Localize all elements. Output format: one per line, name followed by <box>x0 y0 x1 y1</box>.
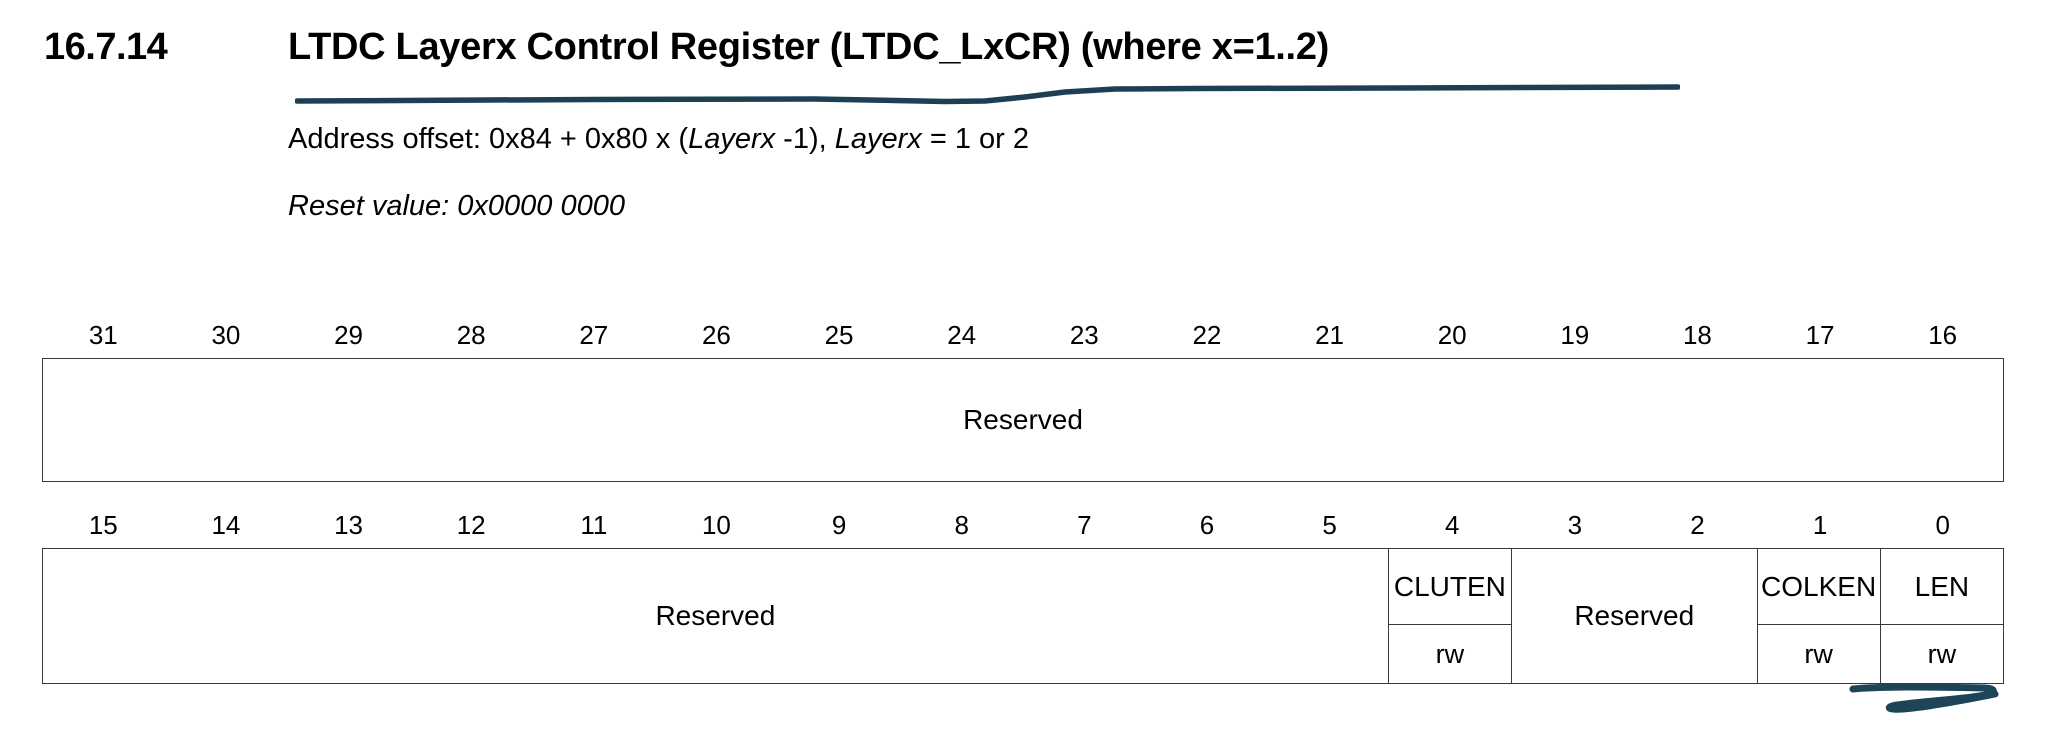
bit-number-24: 24 <box>947 320 977 350</box>
bit-number-13: 13 <box>334 510 364 540</box>
field-access-len: rw <box>1880 624 2003 683</box>
page-title: LTDC Layerx Control Register (LTDC_LxCR)… <box>288 26 1330 68</box>
field-name-wrap: CLUTEN <box>1389 549 1511 624</box>
field-label-cluten: CLUTEN <box>1393 570 1506 602</box>
register-field-colken: COLKEN rw <box>1757 549 1881 683</box>
bit-number-9: 9 <box>831 510 847 540</box>
register-field-cluten: CLUTEN rw <box>1388 549 1512 683</box>
bit-number-26: 26 <box>701 320 731 350</box>
title-underline-annotation-icon <box>295 84 1680 105</box>
field-label-colken: COLKEN <box>1761 570 1877 602</box>
bit-number-3: 3 <box>1567 510 1583 540</box>
bit-number-23: 23 <box>1069 320 1099 350</box>
bit-number-27: 27 <box>579 320 609 350</box>
bit-number-0: 0 <box>1935 510 1950 540</box>
register-field-reserved-2: Reserved <box>1512 549 1758 683</box>
bit-number-8: 8 <box>954 510 969 540</box>
bit-number-2: 2 <box>1690 510 1705 540</box>
bit-number-4: 4 <box>1444 510 1460 540</box>
bit-number-28: 28 <box>456 320 486 350</box>
bit-number-10: 10 <box>701 510 731 540</box>
bit-number-17: 17 <box>1805 320 1835 350</box>
bit-number-29: 29 <box>334 320 364 350</box>
bit-number-6: 6 <box>1199 510 1215 540</box>
section-number: 16.7.14 <box>44 26 168 68</box>
register-table-upper: 31 30 29 28 27 26 25 24 23 22 21 20 19 18 17 16 Reserve… <box>42 320 2004 482</box>
scribble-annotation-icon <box>1849 683 1999 713</box>
register-field-reserved-0: Reserved <box>43 549 1389 683</box>
field-label-reserved: Reserved <box>963 404 1083 435</box>
address-offset-prefix: Address offset: 0x84 + 0x80 x ( <box>288 123 689 155</box>
field-label-reserved: Reserved <box>655 600 776 631</box>
field-name-wrap: LEN <box>1881 549 2003 624</box>
field-access-colken: rw <box>1757 624 1880 683</box>
register-heading: 16.7.14 LTDC Layerx Control Register (LT… <box>0 22 2048 76</box>
bit-number-12: 12 <box>456 510 486 540</box>
address-offset-line: Address offset: 0x84 + 0x80 x (Layerx -1… <box>288 121 1029 157</box>
bit-number-row-upper: 31 30 29 28 27 26 25 24 23 22 21 20 19 18 17 16 <box>42 320 2004 358</box>
bit-number-30: 30 <box>211 320 241 350</box>
field-access-cluten: rw <box>1388 624 1511 683</box>
bit-number-25: 25 <box>824 320 854 350</box>
bit-number-11: 11 <box>580 510 608 540</box>
bit-number-15: 15 <box>88 510 118 540</box>
bit-number-31: 31 <box>88 320 118 350</box>
bit-number-5: 5 <box>1322 510 1337 540</box>
bit-number-20: 20 <box>1437 320 1467 350</box>
address-offset-layerx-2: Layerx <box>834 123 922 155</box>
register-field-len: LEN rw <box>1880 549 2003 683</box>
bit-number-21: 21 <box>1315 320 1345 350</box>
field-label-reserved: Reserved <box>1574 600 1695 631</box>
field-row-upper: Reserved <box>42 358 2004 482</box>
address-offset-suffix: = 1 or 2 <box>921 123 1029 155</box>
bit-number-19: 19 <box>1560 320 1590 350</box>
bit-number-16: 16 <box>1928 320 1958 350</box>
bit-number-7: 7 <box>1077 510 1092 540</box>
address-offset-mid: -1), <box>775 123 835 155</box>
bit-number-14: 14 <box>211 510 241 540</box>
register-field-reserved-0: Reserved <box>43 359 2003 481</box>
bit-number-18: 18 <box>1682 320 1712 350</box>
reset-value-line: Reset value: 0x0000 0000 <box>288 190 625 222</box>
address-offset-layerx-1: Layerx <box>688 123 776 155</box>
bit-number-1: 1 <box>1812 510 1828 540</box>
field-label-len: LEN <box>1914 570 1970 602</box>
bit-number-22: 22 <box>1192 320 1222 350</box>
field-name-wrap: COLKEN <box>1758 549 1880 624</box>
